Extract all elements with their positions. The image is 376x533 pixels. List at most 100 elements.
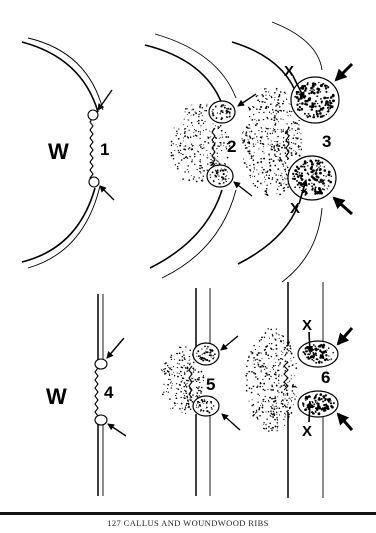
stipple-dot — [266, 117, 267, 118]
stipple-dot — [285, 162, 287, 164]
stipple-dot — [299, 106, 301, 108]
stipple-dot — [279, 194, 281, 196]
stipple-dot — [310, 91, 313, 94]
stipple-dot — [330, 402, 332, 404]
stipple-dot — [219, 113, 221, 115]
stipple-dot — [183, 148, 185, 150]
stipple-dot — [270, 144, 271, 145]
stipple-dot — [202, 401, 203, 402]
stipple-dot — [320, 165, 321, 166]
stipple-dot — [200, 138, 201, 139]
stipple-dot — [324, 170, 325, 171]
stipple-dot — [259, 340, 261, 342]
stipple-dot — [280, 387, 281, 388]
stipple-dot — [283, 190, 285, 192]
stipple-dot — [318, 167, 319, 168]
stipple-dot — [198, 123, 200, 125]
stipple-dot — [315, 402, 316, 403]
stipple-dot — [271, 343, 272, 344]
stipple-dot — [181, 412, 182, 413]
stipple-dot — [227, 157, 229, 159]
stipple-dot — [197, 378, 198, 379]
stipple-dot — [314, 90, 315, 91]
stipple-dot — [328, 398, 331, 401]
stipple-dot — [213, 355, 214, 356]
stipple-dot — [190, 409, 191, 410]
stipple-dot — [167, 388, 168, 389]
stipple-dot — [174, 150, 175, 151]
stipple-dot — [251, 371, 253, 373]
stipple-dot — [275, 365, 276, 366]
stipple-dot — [284, 161, 285, 162]
stipple-dot — [270, 415, 271, 416]
stipple-dot — [309, 115, 311, 117]
stipple-dot — [280, 160, 281, 161]
stipple-dot — [274, 92, 276, 94]
stipple-dot — [229, 113, 230, 114]
stipple-dot — [203, 376, 204, 377]
stipple-dot — [200, 391, 202, 393]
stipple-dot — [171, 369, 173, 371]
stipple-dot — [174, 127, 175, 128]
stipple-dot — [174, 402, 175, 403]
stipple-dot — [253, 164, 255, 166]
stipple-dot — [268, 400, 269, 401]
stipple-dot — [308, 358, 310, 360]
stipple-dot — [275, 156, 276, 157]
stipple-dot — [273, 147, 275, 149]
stipple-dot — [261, 339, 262, 340]
stipple-dot — [320, 108, 323, 111]
stipple-dot — [288, 139, 289, 140]
stipple-dot — [283, 119, 284, 120]
stipple-dot — [276, 156, 277, 157]
stipple-dot — [248, 107, 249, 108]
stipple-dot — [183, 137, 184, 138]
stipple-dot — [211, 407, 212, 408]
stipple-dot — [277, 102, 278, 103]
stipple-dot — [257, 162, 259, 164]
stipple-dot — [166, 391, 167, 392]
stipple-dot — [266, 374, 268, 376]
stipple-dot — [249, 175, 251, 177]
stipple-dot — [278, 376, 279, 377]
stipple-dot — [316, 165, 318, 167]
stipple-dot — [284, 178, 285, 179]
stipple-dot — [217, 156, 218, 157]
stipple-dot — [249, 137, 251, 139]
stipple-dot — [207, 155, 208, 156]
stipple-dot — [279, 106, 280, 107]
stipple-dot — [324, 166, 325, 167]
stipple-dot — [182, 377, 184, 379]
stipple-dot — [253, 372, 255, 374]
stipple-dot — [192, 394, 194, 396]
x-mark-upper: X — [284, 63, 294, 80]
bold-arrow-lower — [338, 414, 352, 430]
stipple-dot — [265, 376, 267, 378]
stipple-dot — [212, 111, 213, 112]
stipple-dot — [299, 103, 300, 104]
stipple-dot — [210, 350, 212, 352]
stipple-dot — [202, 120, 203, 121]
stipple-dot — [293, 175, 295, 177]
stipple-dot — [291, 148, 293, 150]
stipple-dot — [182, 351, 183, 352]
stipple-dot — [277, 430, 278, 431]
stipple-dot — [254, 169, 255, 170]
stipple-dot — [173, 372, 174, 373]
stipple-dot — [262, 151, 263, 152]
stipple-dot — [191, 115, 192, 116]
stipple-dot — [267, 118, 268, 119]
stipple-dot — [191, 105, 192, 106]
stipple-dot — [178, 162, 179, 163]
stipple-dot — [196, 356, 197, 357]
stipple-dot — [165, 362, 167, 364]
stipple-dot — [313, 183, 315, 185]
stipple-dot — [304, 169, 307, 172]
stipple-dot — [249, 387, 251, 389]
callus-upper — [95, 359, 107, 369]
stipple-dot — [252, 415, 254, 417]
arrow-upper — [107, 338, 124, 358]
stipple-dot — [219, 146, 220, 147]
stipple-dot — [262, 143, 264, 145]
stipple-dot — [291, 111, 292, 112]
